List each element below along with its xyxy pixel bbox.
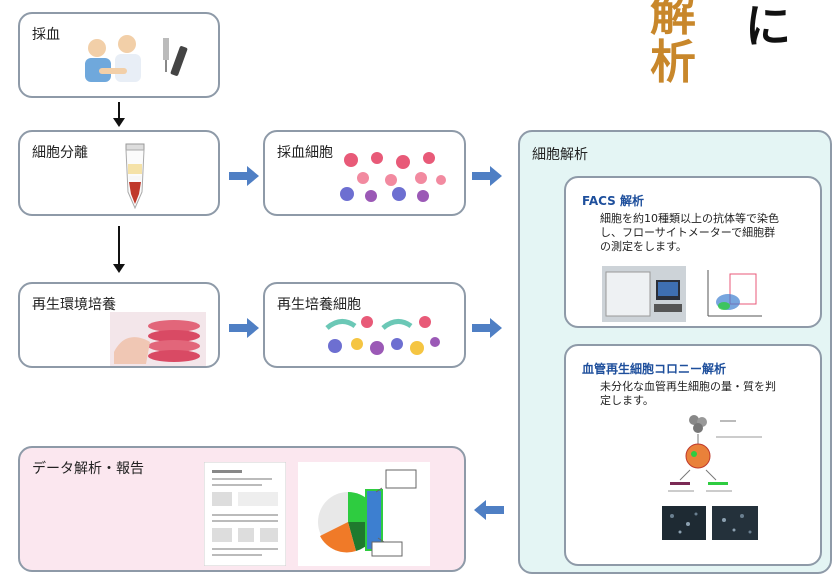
right-arrow-4 xyxy=(472,318,502,338)
left-arrow xyxy=(474,500,504,520)
data-report-label: データ解析・報告 xyxy=(32,461,144,477)
colony-title: 血管再生細胞コロニー解析 xyxy=(582,362,727,376)
colony-description: 未分化な血管再生細胞の量・質を判定します。 xyxy=(600,380,776,407)
facs-description: 細胞を約10種類以上の抗体等で染色し、フローサイトメーターで細胞群の測定をします… xyxy=(600,212,779,253)
collected-cells-box: 採血細胞 xyxy=(263,130,466,216)
report-document-illustration xyxy=(204,462,286,566)
blood-draw-illustration xyxy=(85,35,188,82)
right-arrow-2 xyxy=(472,166,502,186)
cell-separation-label: 細胞分離 xyxy=(32,145,88,161)
down-arrow-1 xyxy=(113,102,125,127)
facs-scatter-plot xyxy=(702,266,764,322)
colony-diagram-illustration xyxy=(668,415,762,492)
flow-cytometer-photo xyxy=(602,266,686,322)
down-arrow-2 xyxy=(113,226,125,273)
heading-kanji-1: 解 xyxy=(650,0,696,41)
cell-analysis-panel: 細胞解析 FACS 解析 細胞を約10種類以上の抗体等で染色し、フローサイトメー… xyxy=(518,130,832,574)
data-report-box: データ解析・報告 xyxy=(18,446,466,572)
facs-title: FACS 解析 xyxy=(582,194,644,208)
facs-analysis-card: FACS 解析 細胞を約10種類以上の抗体等で染色し、フローサイトメーターで細胞… xyxy=(564,176,822,328)
cell-separation-box: 細胞分離 xyxy=(18,130,220,216)
regen-culture-box: 再生環境培養 xyxy=(18,282,220,368)
blood-draw-label: 採血 xyxy=(32,27,60,43)
right-arrow-3 xyxy=(229,318,259,338)
regen-culture-label: 再生環境培養 xyxy=(32,297,116,313)
report-pie-chart-illustration xyxy=(298,462,430,566)
colony-micrograph-2 xyxy=(712,506,758,540)
right-arrow-1 xyxy=(229,166,259,186)
regen-cultured-cells-label: 再生培養細胞 xyxy=(277,297,361,313)
collected-cells-label: 採血細胞 xyxy=(277,145,333,161)
cultured-cells-illustration xyxy=(325,316,440,355)
colony-micrograph-1 xyxy=(662,506,706,540)
cell-analysis-title: 細胞解析 xyxy=(532,147,588,163)
test-tube-illustration xyxy=(125,143,145,210)
heading-kana: に xyxy=(745,0,791,53)
blood-draw-box: 採血 xyxy=(18,12,220,98)
culture-dishes-illustration xyxy=(110,312,206,366)
colony-analysis-card: 血管再生細胞コロニー解析 未分化な血管再生細胞の量・質を判定します。 xyxy=(564,344,822,566)
cells-illustration xyxy=(340,152,446,202)
heading-kanji-2: 析 xyxy=(650,35,696,89)
regen-cultured-cells-box: 再生培養細胞 xyxy=(263,282,466,368)
